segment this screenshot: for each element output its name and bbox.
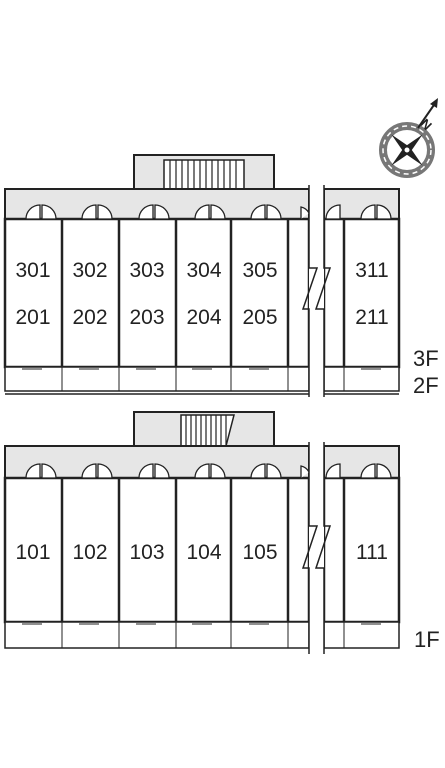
units-band — [322, 476, 401, 624]
unit-number: 201 — [15, 306, 50, 329]
unit-number: 104 — [186, 541, 221, 564]
unit-number: 302 — [72, 259, 107, 282]
unit-number: 205 — [242, 306, 277, 329]
floor-label: 3F — [413, 346, 439, 371]
unit-number: 305 — [242, 259, 277, 282]
unit-number: 202 — [72, 306, 107, 329]
unit-number: 101 — [15, 541, 50, 564]
balcony — [4, 621, 310, 649]
staircase-icon — [163, 159, 245, 190]
balcony — [4, 366, 310, 392]
unit-number: 301 — [15, 259, 50, 282]
unit-number: 103 — [129, 541, 164, 564]
unit-number: 311 — [355, 259, 388, 282]
plan-break — [309, 442, 324, 654]
balcony — [323, 621, 400, 649]
floor-label: 1F — [414, 627, 440, 652]
unit-number: 203 — [129, 306, 164, 329]
units-band — [3, 217, 311, 369]
unit-number: 211 — [355, 306, 388, 329]
door-icons — [25, 204, 392, 220]
unit-number: 303 — [129, 259, 164, 282]
balcony — [323, 366, 400, 392]
unit-number: 111 — [356, 541, 388, 564]
plan-break — [309, 185, 324, 397]
unit-number: 102 — [72, 541, 107, 564]
unit-number: 105 — [242, 541, 277, 564]
units-band — [3, 476, 311, 624]
unit-number: 204 — [186, 306, 221, 329]
door-icons — [25, 463, 392, 479]
staircase-icon — [180, 414, 235, 447]
floor-label: 2F — [413, 373, 439, 398]
ground-floor-plan: 101 102 103 104 105 111 1F — [3, 411, 440, 654]
unit-number: 304 — [186, 259, 221, 282]
units-band — [322, 217, 401, 369]
upper-floors-plan: 301 302 303 304 305 311 201 202 203 204 … — [3, 154, 439, 398]
north-arrow-compass-icon: N — [379, 98, 438, 178]
